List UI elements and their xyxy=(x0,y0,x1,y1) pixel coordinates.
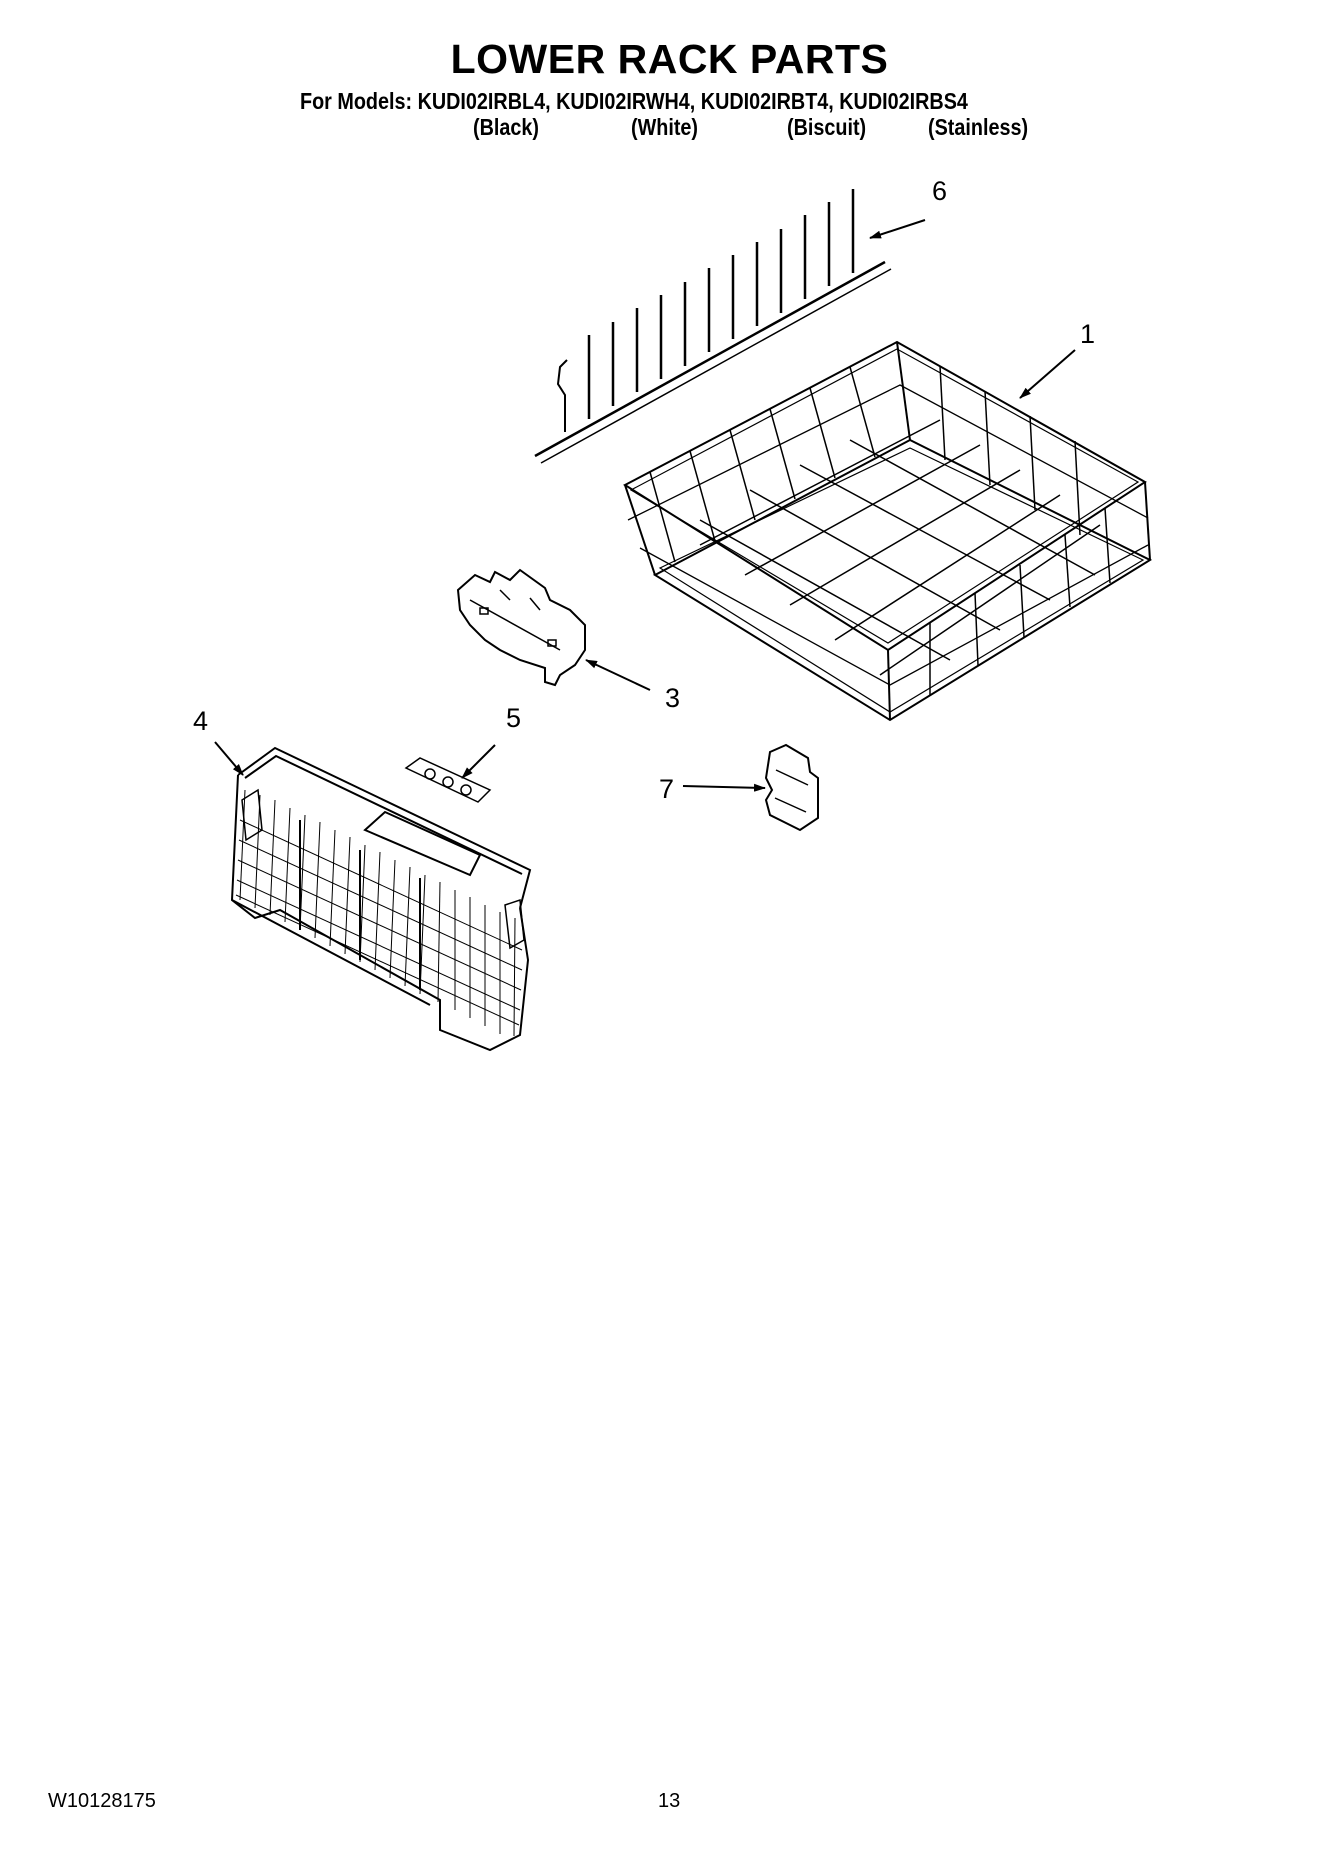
basket-label-icon xyxy=(404,757,492,803)
callout-arrow-4 xyxy=(214,741,244,776)
color-label-stainless: (Stainless) xyxy=(928,114,1029,140)
rack-clip-icon xyxy=(456,568,586,687)
page-number: 13 xyxy=(658,1790,681,1812)
callout-arrow-7 xyxy=(682,783,766,792)
silverware-basket-icon xyxy=(230,746,532,1052)
stop-clip-icon xyxy=(764,743,819,832)
color-label-biscuit: (Biscuit) xyxy=(787,114,867,140)
document-number: W10128175 xyxy=(48,1790,156,1812)
callout-number-7: 7 xyxy=(659,774,674,804)
callout-number-4: 4 xyxy=(193,706,208,736)
callout-number-3: 3 xyxy=(665,683,680,713)
callout-number-6: 6 xyxy=(932,176,947,206)
callout-arrow-1 xyxy=(1019,349,1076,399)
wire-rack-icon xyxy=(622,340,1153,722)
callout-number-1: 1 xyxy=(1080,319,1095,349)
models-line: For Models: KUDI02IRBL4, KUDI02IRWH4, KU… xyxy=(300,88,968,114)
color-label-white: (White) xyxy=(631,114,699,140)
callout-number-5: 5 xyxy=(506,703,521,733)
color-label-black: (Black) xyxy=(473,114,539,140)
callout-arrow-6 xyxy=(869,219,926,239)
page-title: LOWER RACK PARTS xyxy=(450,36,889,82)
tine-row-icon xyxy=(534,189,892,464)
callout-arrow-3 xyxy=(585,659,651,691)
callout-arrow-5 xyxy=(461,744,496,779)
